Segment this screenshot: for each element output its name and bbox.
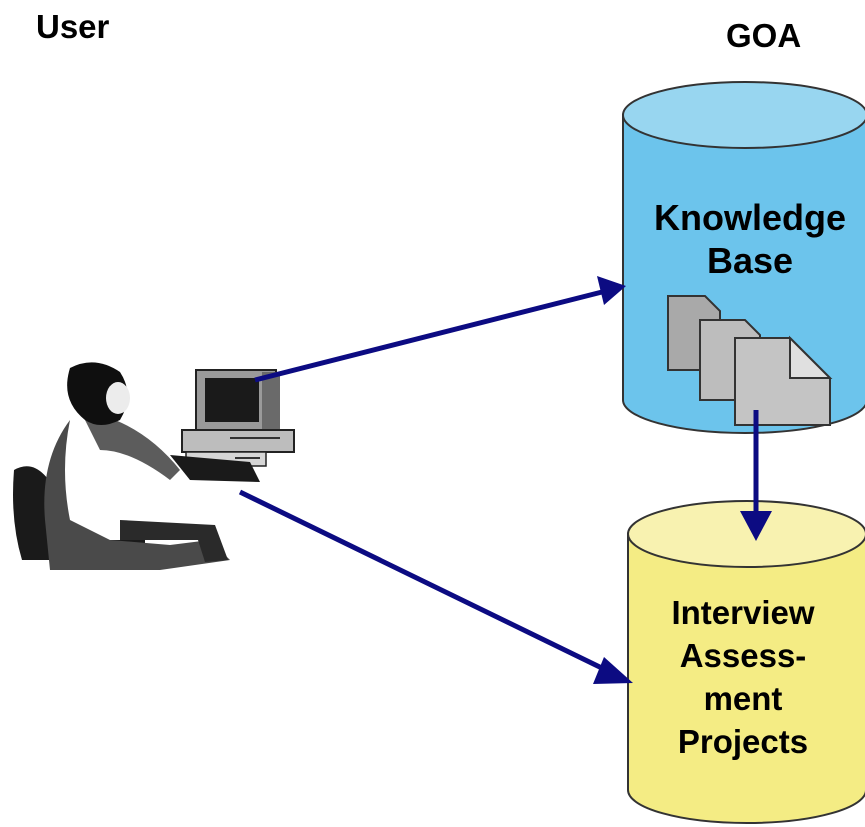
knowledge-base-label: Knowledge Base	[632, 196, 865, 282]
arrow-knowledge-base-to-interview	[740, 410, 772, 541]
goa-lane-label: GOA	[726, 17, 802, 54]
interview-label-line-3: ment	[703, 679, 783, 717]
documents-icon	[667, 295, 833, 426]
interview-assessment-cylinder	[627, 500, 865, 824]
arrow-user-to-knowledge-base	[254, 276, 626, 383]
knowledge-base-label-line-1: Knowledge	[653, 197, 846, 238]
arrow-user-to-interview	[238, 489, 633, 684]
interview-label-line-1: Interview	[671, 594, 815, 631]
person-at-computer-icon	[13, 362, 295, 570]
interview-label-line-4: Projects	[677, 722, 809, 760]
user-lane-label: User	[36, 8, 110, 45]
knowledge-base-label-line-2: Base	[706, 240, 794, 282]
interview-assessment-label: Interview Assess- ment Projects	[633, 592, 853, 764]
interview-label-line-2: Assess-	[679, 636, 807, 674]
